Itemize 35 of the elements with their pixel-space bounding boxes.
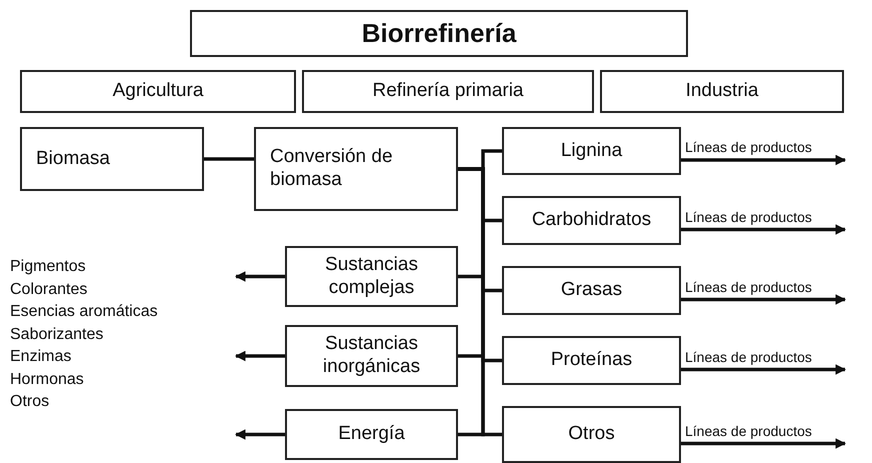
product-label: Saborizantes [10, 326, 104, 344]
edge-label: Líneas de productos [685, 422, 812, 438]
arrow [681, 438, 846, 449]
process-box: Agricultura [20, 70, 296, 113]
edge-label: Líneas de productos [685, 139, 812, 155]
process-box: Sustancias complejas [285, 246, 458, 307]
product-label: Colorantes [10, 280, 88, 298]
process-box: Biomasa [20, 127, 204, 191]
connector-line [204, 157, 254, 161]
arrow [234, 429, 285, 440]
process-box: Sustancias inorgánicas [285, 325, 458, 387]
arrow [681, 364, 846, 375]
product-label: Hormonas [10, 370, 84, 388]
process-box: Grasas [502, 266, 681, 315]
arrow [681, 154, 846, 166]
process-box: Lignina [502, 127, 681, 175]
arrow [681, 224, 846, 235]
arrow [681, 294, 846, 305]
product-label: Enzimas [10, 348, 72, 366]
process-box: Energía [285, 409, 458, 460]
edge-label: Líneas de productos [685, 348, 812, 364]
process-box: Conversión de biomasa [254, 127, 458, 211]
product-label: Esencias aromáticas [10, 303, 158, 321]
process-box: Refinería primaria [302, 70, 594, 113]
arrow [234, 271, 285, 282]
process-box: Industria [600, 70, 844, 113]
process-box: Carbohidratos [502, 196, 681, 245]
title-box: Biorrefinería [190, 10, 688, 57]
process-box: Otros [502, 406, 681, 463]
process-box: Proteínas [502, 336, 681, 385]
product-label: Pigmentos [10, 258, 86, 276]
product-label: Otros [10, 393, 50, 411]
edge-label: Líneas de productos [685, 278, 812, 294]
arrow [234, 350, 285, 362]
edge-label: Líneas de productos [685, 208, 812, 224]
